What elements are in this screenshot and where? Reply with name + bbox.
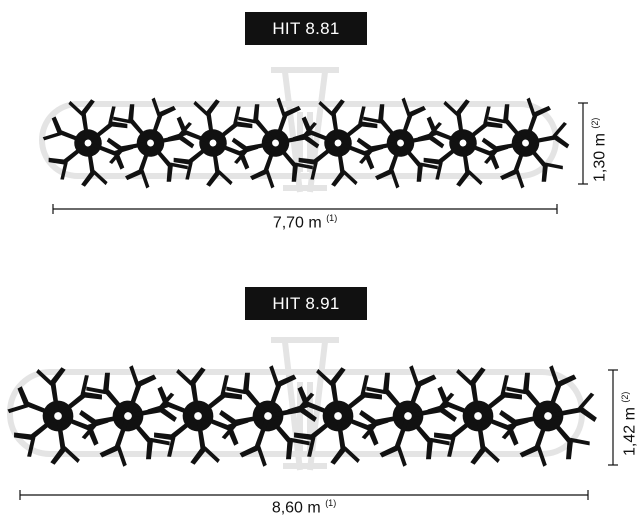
height-dimension-line — [608, 369, 618, 466]
rotor-row — [7, 365, 597, 467]
model-badge: HIT 8.91 — [245, 287, 367, 320]
width-dimension-line — [52, 204, 558, 214]
height-label: 1,42 m (2) — [620, 391, 638, 456]
rotor-star-icon — [499, 365, 597, 467]
rotor-star-icon — [7, 367, 109, 465]
rotor-star-icon — [219, 365, 317, 467]
machine-frame-ghost-icon — [7, 337, 585, 471]
rotor-star-icon — [147, 367, 249, 465]
rotor-star-icon — [167, 99, 259, 187]
rotor-row — [42, 97, 570, 189]
rotor-star-icon — [481, 97, 570, 189]
model-badge: HIT 8.81 — [245, 12, 367, 45]
rotor-star-icon — [287, 367, 389, 465]
width-label: 8,60 m (1) — [271, 498, 337, 517]
height-dimension-line — [578, 102, 588, 185]
width-dimension-line — [19, 490, 589, 500]
width-label: 7,70 m (1) — [272, 213, 338, 232]
rotor-star-icon — [106, 97, 195, 189]
